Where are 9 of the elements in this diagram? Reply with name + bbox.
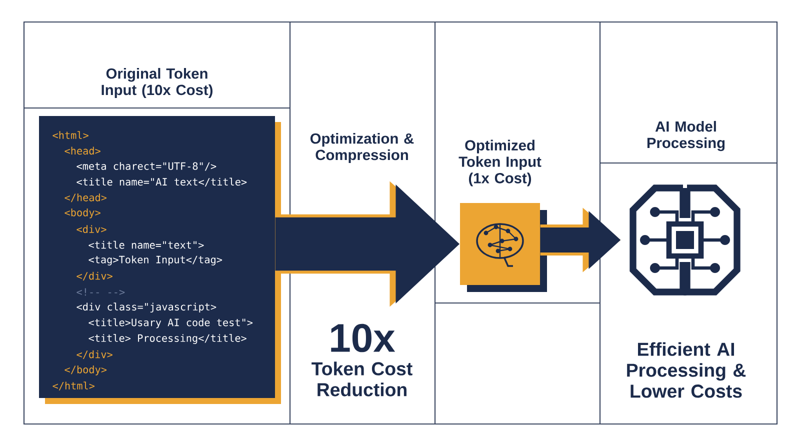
- headline: Token Cost Reduction: [312, 362, 412, 396]
- brain-icon-box: [460, 203, 547, 292]
- heading: Optimized Token Input (1x Cost): [458, 140, 542, 186]
- heading: Optimization & Compression: [310, 132, 414, 164]
- big-number: 10x: [331, 324, 396, 352]
- heading: AI Model Processing: [647, 120, 725, 152]
- heading: Original Token Input (10x Cost): [102, 68, 212, 98]
- chip-brain-drawing: [630, 184, 740, 296]
- headline: Efficient AI Processing & Lower Costs: [627, 342, 746, 398]
